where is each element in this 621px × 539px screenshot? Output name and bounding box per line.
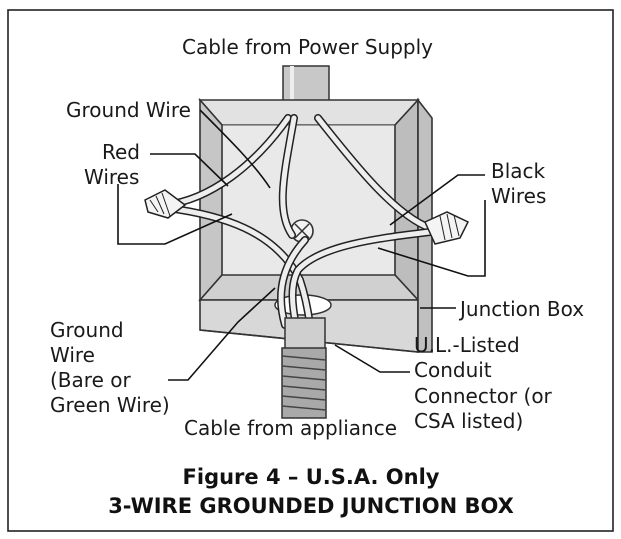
figure-caption-line1: Figure 4 – U.S.A. Only (183, 465, 440, 489)
label-ground-wire-bottom-4: Green Wire) (50, 393, 170, 417)
label-conduit-4: CSA listed) (414, 409, 523, 433)
leader-lines (117, 109, 486, 381)
label-conduit-2: Conduit (414, 358, 492, 382)
red-wire-nut-icon (144, 189, 187, 219)
label-junction-box: Junction Box (458, 297, 584, 321)
label-red-wires-2: Wires (84, 165, 139, 189)
label-conduit-3: Connector (or (414, 384, 553, 408)
label-ground-wire-bottom-3: (Bare or (50, 368, 131, 392)
label-ground-wire-bottom-1: Ground (50, 318, 124, 342)
label-red-wires-1: Red (102, 140, 140, 164)
label-ground-wire-bottom-2: Wire (50, 343, 95, 367)
black-wire-nut-icon (424, 211, 470, 245)
label-cable-appliance: Cable from appliance (184, 416, 397, 440)
figure-caption-line2: 3-WIRE GROUNDED JUNCTION BOX (108, 494, 514, 518)
label-black-wires-1: Black (491, 159, 546, 183)
conduit-connector (281, 317, 327, 419)
label-cable-power: Cable from Power Supply (182, 35, 433, 59)
label-ground-wire-top: Ground Wire (66, 98, 191, 122)
label-conduit-1: U.L.-Listed (414, 333, 520, 357)
label-black-wires-2: Wires (491, 184, 546, 208)
